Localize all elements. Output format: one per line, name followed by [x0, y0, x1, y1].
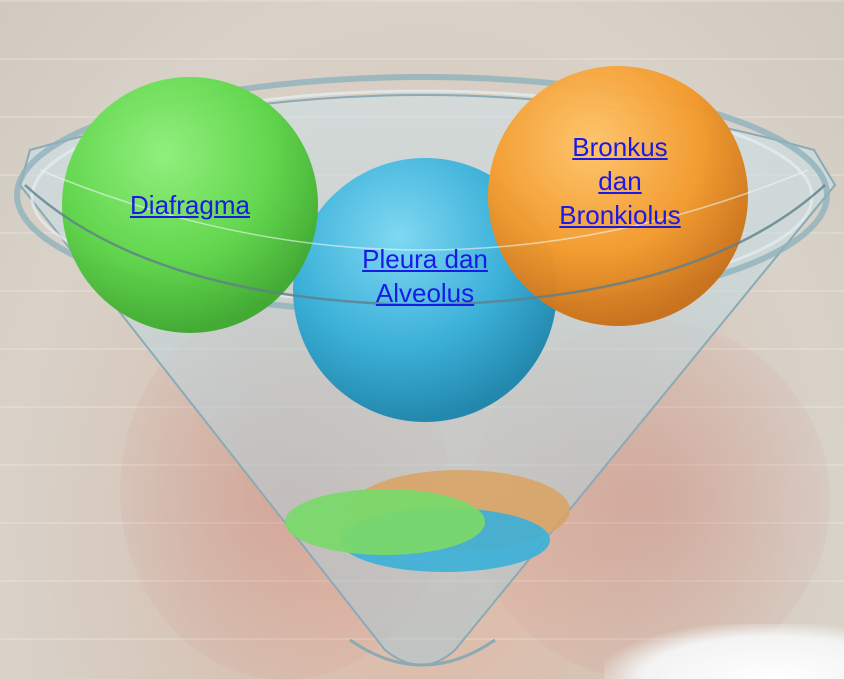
bronkus-label-line3[interactable]: Bronkiolus: [520, 198, 720, 232]
corner-cloud: [604, 624, 844, 679]
bronkus-label-line2[interactable]: dan: [520, 164, 720, 198]
pleura-alveolus-link[interactable]: Pleura dan Alveolus: [325, 242, 525, 310]
diafragma-label[interactable]: Diafragma: [130, 190, 250, 220]
diafragma-link[interactable]: Diafragma: [100, 188, 280, 222]
pleura-label-line1[interactable]: Pleura dan: [325, 242, 525, 276]
bronkus-bronkiolus-link[interactable]: Bronkus dan Bronkiolus: [520, 130, 720, 232]
bronkus-label-line1[interactable]: Bronkus: [520, 130, 720, 164]
pleura-label-line2[interactable]: Alveolus: [325, 276, 525, 310]
bottom-disc-green: [285, 489, 485, 555]
